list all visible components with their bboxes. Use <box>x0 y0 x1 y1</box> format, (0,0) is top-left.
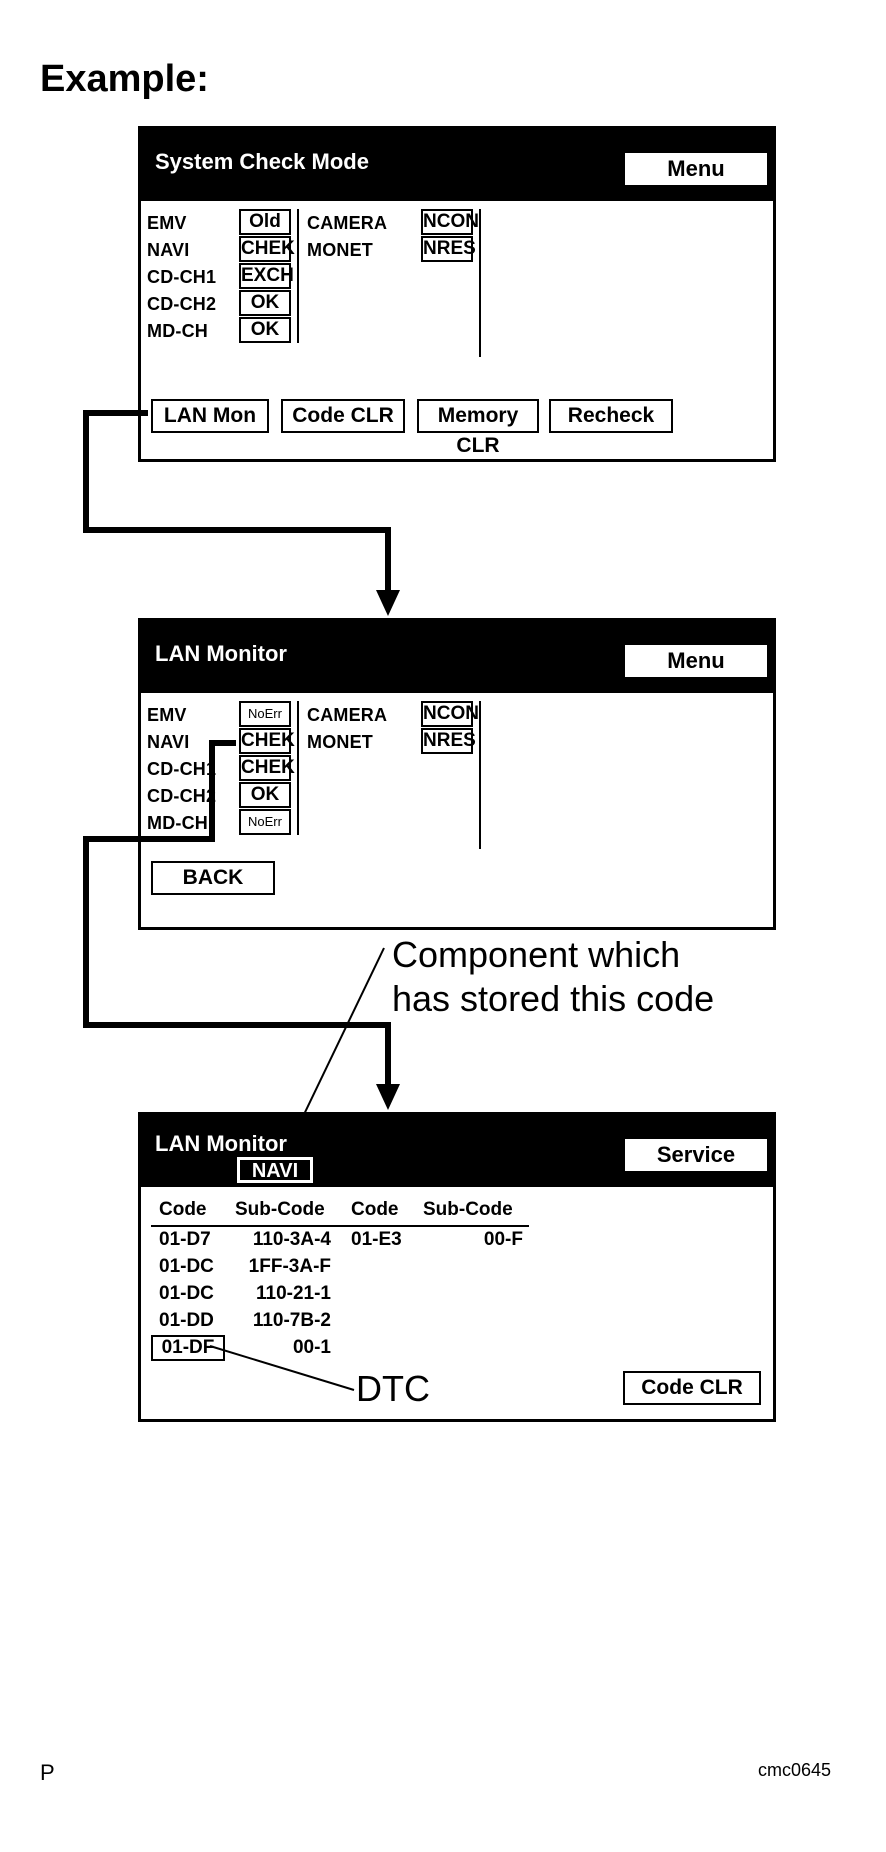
title-bar: LAN Monitor Menu <box>141 621 773 693</box>
annotation-component-line2: has stored this code <box>392 978 715 1019</box>
sub-code-cell: 110-21-1 <box>255 1283 331 1304</box>
code-clr-button[interactable]: Code CLR <box>623 1371 761 1405</box>
status-badge-emv[interactable]: Old <box>239 209 291 235</box>
status-badge-md-ch[interactable]: OK <box>239 317 291 343</box>
item-label-navi: NAVI <box>147 240 190 260</box>
sub-code-cell: 110-7B-2 <box>252 1310 331 1331</box>
item-label-cd-ch2: CD-CH2 <box>147 786 217 806</box>
dtc-code-cell: 01-E3 <box>351 1229 402 1250</box>
item-label-monet: MONET <box>307 732 373 752</box>
sub-code-cell: 1FF-3A-F <box>248 1256 331 1277</box>
component-label: NAVI <box>237 1157 313 1183</box>
item-label-camera: CAMERA <box>307 705 388 725</box>
annotation-component-line1: Component which <box>392 934 681 975</box>
column-header-code: Code <box>159 1199 207 1220</box>
arrow-head-icon <box>376 1084 400 1110</box>
lan-mon-button[interactable]: LAN Mon <box>151 399 269 433</box>
connector-line <box>83 740 391 1086</box>
dtc-code-cell: 01-DC <box>159 1256 214 1277</box>
column-divider <box>479 701 481 849</box>
column-header-sub-code: Sub-Code <box>235 1199 325 1220</box>
status-badge-cd-ch2[interactable]: OK <box>239 290 291 316</box>
figure-code: cmc0645 <box>758 1760 832 1780</box>
memory-clr-button[interactable]: Memory CLR <box>417 399 539 457</box>
column-divider <box>297 701 299 835</box>
footer-left-mark: P <box>40 1760 55 1785</box>
arrow-head-icon <box>376 590 400 616</box>
connector-line <box>83 410 391 592</box>
item-label-cd-ch1: CD-CH1 <box>147 267 217 287</box>
item-label-emv: EMV <box>147 213 187 233</box>
column-header-code: Code <box>351 1199 399 1220</box>
title-bar: System Check Mode Menu <box>141 129 773 201</box>
status-badge-camera[interactable]: NCON <box>421 701 479 727</box>
screen-title: System Check Mode <box>155 149 369 174</box>
column-divider <box>297 209 299 343</box>
sub-code-cell: 110-3A-4 <box>252 1229 331 1250</box>
column-divider <box>479 209 481 357</box>
status-badge-cd-ch1[interactable]: EXCH <box>239 263 294 289</box>
system-check-screen: System Check Mode Menu EMV NAVI CD-CH1 C… <box>138 126 776 462</box>
menu-button[interactable]: Menu <box>623 151 769 187</box>
item-label-md-ch: MD-CH <box>147 813 208 833</box>
dtc-code-cell: 01-D7 <box>159 1229 211 1250</box>
sub-code-cell: 00-1 <box>292 1337 331 1358</box>
column-header-sub-code: Sub-Code <box>423 1199 513 1220</box>
status-badge-emv[interactable]: NoErr <box>239 701 291 727</box>
item-label-monet: MONET <box>307 240 373 260</box>
dtc-code-cell: 01-DF <box>151 1335 225 1361</box>
status-badge-md-ch[interactable]: NoErr <box>239 809 291 835</box>
dtc-code-cell: 01-DC <box>159 1283 214 1304</box>
screen-title: LAN Monitor <box>155 1131 287 1156</box>
status-badge-cd-ch2[interactable]: OK <box>239 782 291 808</box>
menu-button[interactable]: Menu <box>623 643 769 679</box>
status-badge-cd-ch1[interactable]: CHEK <box>239 755 295 781</box>
leader-line <box>283 947 385 1157</box>
title-bar: LAN Monitor NAVI Service <box>141 1115 773 1187</box>
item-label-cd-ch1: CD-CH1 <box>147 759 217 779</box>
header-underline <box>151 1225 529 1227</box>
annotation-dtc: DTC <box>356 1368 430 1409</box>
item-label-camera: CAMERA <box>307 213 388 233</box>
item-label-emv: EMV <box>147 705 187 725</box>
sub-code-cell: 00-F <box>483 1229 523 1250</box>
dtc-code-cell: 01-DD <box>159 1310 214 1331</box>
screen-title: LAN Monitor <box>155 641 287 666</box>
status-badge-camera[interactable]: NCON <box>421 209 479 235</box>
lan-monitor-code-screen: LAN Monitor NAVI Service Code Sub-Code C… <box>138 1112 776 1422</box>
service-button[interactable]: Service <box>623 1137 769 1173</box>
item-label-md-ch: MD-CH <box>147 321 208 341</box>
recheck-button[interactable]: Recheck <box>549 399 673 433</box>
item-label-cd-ch2: CD-CH2 <box>147 294 217 314</box>
page-heading: Example: <box>40 58 209 100</box>
status-badge-monet[interactable]: NRES <box>421 728 476 754</box>
code-clr-button[interactable]: Code CLR <box>281 399 405 433</box>
status-badge-monet[interactable]: NRES <box>421 236 476 262</box>
leader-line <box>209 1345 355 1391</box>
back-button[interactable]: BACK <box>151 861 275 895</box>
status-badge-navi[interactable]: CHEK <box>239 728 295 754</box>
status-badge-navi[interactable]: CHEK <box>239 236 295 262</box>
lan-monitor-screen: LAN Monitor Menu EMV NAVI CD-CH1 CD-CH2 … <box>138 618 776 930</box>
item-label-navi: NAVI <box>147 732 190 752</box>
